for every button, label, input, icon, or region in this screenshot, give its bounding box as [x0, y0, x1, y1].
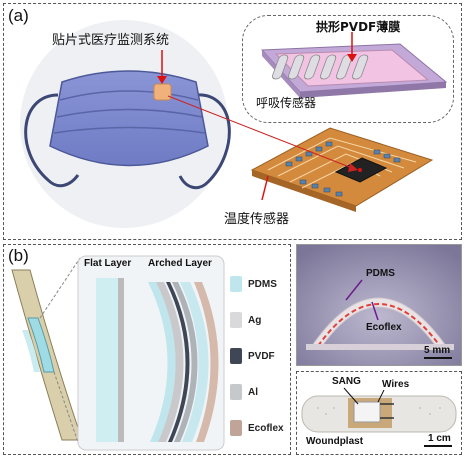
- photo1-pdms-label: PDMS: [366, 268, 395, 279]
- legend-swatch: [230, 384, 242, 400]
- film-label: 拱形PVDF薄膜: [316, 20, 401, 34]
- temperature-circuit-illustration: [167, 95, 434, 212]
- panel-a: [3, 3, 462, 240]
- breath-sensor-label: 呼吸传感器: [256, 96, 317, 110]
- legend-item-pdms: PDMS: [230, 276, 277, 292]
- photo2-woundplast-label: Woundplast: [306, 436, 364, 447]
- legend-item-pvdf: PVDF: [230, 348, 275, 364]
- panel-a-tag: (a): [8, 6, 29, 25]
- legend-swatch: [230, 420, 242, 436]
- photo2-wires-label: Wires: [382, 379, 410, 390]
- legend-swatch: [230, 312, 242, 328]
- photo1-ecoflex-label: Ecoflex: [366, 322, 402, 333]
- photo1-scale-label: 5 mm: [424, 345, 451, 356]
- photo2-scale-label: 1 cm: [428, 433, 451, 444]
- arched-pvdf-film-illustration: [260, 32, 448, 98]
- flat-layer-label: Flat Layer: [84, 258, 132, 269]
- arched-layer-label: Arched Layer: [148, 258, 212, 269]
- legend-item-ecoflex: Ecoflex: [230, 420, 284, 436]
- material-legend: PDMS Ag PVDF Al Ecoflex: [230, 276, 290, 446]
- legend-item-al: Al: [230, 384, 258, 400]
- patch-label: 贴片式医疗监测系统: [52, 33, 170, 48]
- temperature-sensor-label: 温度传感器: [224, 212, 290, 227]
- patch-arrow: [157, 50, 167, 84]
- photo2-sang-label: SANG: [332, 376, 361, 387]
- panel-b-tag: (b): [8, 246, 29, 265]
- sensor-patch-icon: [153, 83, 172, 101]
- legend-item-ag: Ag: [230, 312, 261, 328]
- legend-swatch: [230, 276, 242, 292]
- face-mask-illustration: [24, 70, 231, 190]
- legend-swatch: [230, 348, 242, 364]
- panel-b-layers: [3, 244, 291, 455]
